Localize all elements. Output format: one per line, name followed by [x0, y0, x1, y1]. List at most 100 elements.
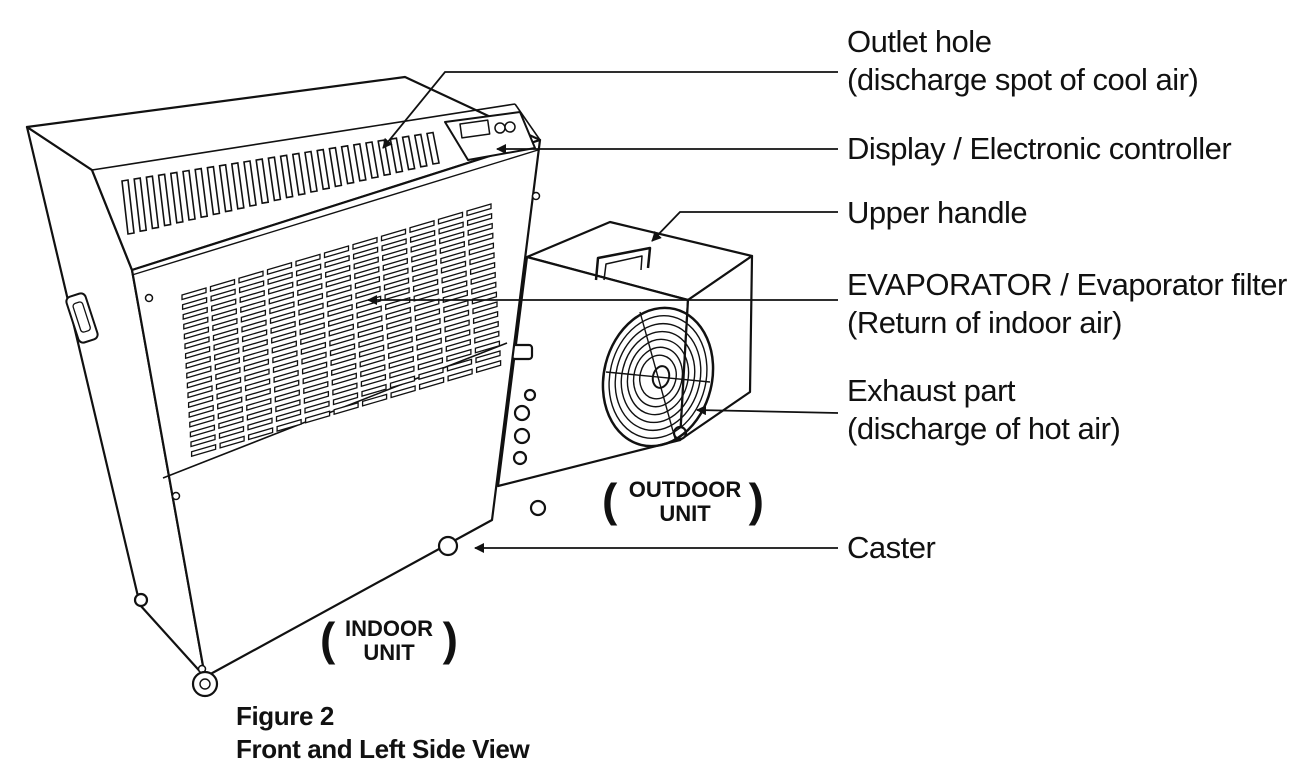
- grille-slot: [414, 308, 441, 322]
- callout-exhaust: Exhaust part (discharge of hot air): [847, 372, 1121, 448]
- grille-slot: [446, 348, 472, 362]
- grille-slot: [409, 219, 435, 234]
- outlet-slot: [304, 150, 318, 193]
- grille-slot: [438, 221, 464, 235]
- indoor-paren-open: (: [320, 613, 336, 665]
- outlet-slot: [426, 131, 440, 165]
- outlet-slot: [230, 161, 245, 210]
- outlet-grille: [121, 131, 440, 235]
- grille-slot: [417, 347, 443, 361]
- callout-evaporator-desc: (Return of indoor air): [847, 305, 1123, 340]
- grille-slot: [380, 228, 407, 242]
- outlet-slot: [401, 135, 416, 171]
- grille-slot: [295, 263, 322, 277]
- callout-display: Display / Electronic controller: [847, 130, 1232, 168]
- grille-slot: [273, 369, 299, 383]
- outdoor-unit-label: ( OUTDOOR UNIT ): [602, 474, 764, 526]
- grille-slot: [213, 337, 239, 351]
- grille-slot: [327, 303, 353, 318]
- outlet-slot: [121, 179, 135, 235]
- grille-slot: [190, 443, 217, 458]
- grille-slot: [382, 257, 408, 271]
- grille-slot: [298, 312, 325, 326]
- grille-slot: [212, 317, 238, 332]
- grille-slot: [215, 376, 242, 390]
- grille-slot: [356, 305, 382, 319]
- grille-slot: [266, 261, 293, 276]
- grille-slot: [384, 287, 410, 301]
- grille-slot: [244, 378, 271, 392]
- grille-slot: [238, 270, 264, 284]
- leader-upper-handle: [651, 211, 838, 242]
- grille-slot: [183, 316, 209, 330]
- grille-slot: [387, 336, 413, 350]
- grille-slot: [445, 338, 471, 353]
- grille-slot: [352, 236, 378, 250]
- grille-slot: [331, 362, 357, 376]
- figure-caption: Figure 2 Front and Left Side View: [236, 700, 530, 766]
- grille-slot: [474, 330, 500, 344]
- grille-slot: [418, 366, 444, 381]
- grille-slot: [329, 333, 355, 347]
- grille-slot: [243, 358, 270, 372]
- outdoor-label-line1: OUTDOOR: [628, 477, 742, 502]
- indoor-paren-close: ): [442, 613, 458, 665]
- grille-slot: [272, 350, 298, 364]
- grille-slot: [215, 366, 241, 381]
- grille-slot: [444, 319, 470, 333]
- grille-slot: [238, 280, 265, 294]
- grille-slot: [186, 365, 212, 379]
- grille-slot: [437, 211, 464, 225]
- outlet-slot: [389, 137, 404, 174]
- grille-slot: [468, 242, 495, 256]
- outlet-slot: [377, 139, 392, 177]
- grille-slot: [411, 249, 437, 263]
- grille-slot: [383, 267, 409, 281]
- grille-slot: [383, 277, 410, 291]
- grille-slot: [217, 396, 243, 410]
- grille-slot: [386, 316, 412, 330]
- grille-slot: [297, 292, 324, 306]
- grille-slot: [354, 266, 380, 280]
- grille-slot: [324, 254, 350, 269]
- outlet-slot: [316, 148, 331, 191]
- grille-slot: [218, 425, 245, 439]
- leader-exhaust: [696, 405, 839, 416]
- grille-slot: [442, 280, 468, 294]
- grille-slot: [302, 371, 328, 385]
- indoor-label-line1: INDOOR: [345, 616, 433, 641]
- grille-slot: [467, 222, 493, 236]
- grille-slot: [188, 404, 214, 418]
- grille-slot: [415, 317, 441, 332]
- grille-slot: [445, 329, 471, 343]
- callout-evaporator-title: EVAPORATOR / Evaporator filter: [847, 267, 1287, 302]
- grille-slot: [242, 338, 268, 353]
- grille-slot: [328, 323, 354, 337]
- grille-slot: [330, 352, 356, 367]
- grille-slot: [355, 285, 381, 299]
- grille-slot: [181, 287, 207, 301]
- grille-slot: [416, 337, 442, 351]
- callout-evaporator: EVAPORATOR / Evaporator filter (Return o…: [847, 266, 1287, 342]
- grille-slot: [211, 308, 237, 322]
- grille-slot: [303, 390, 330, 404]
- grille-slot: [475, 350, 501, 364]
- grille-slot: [214, 347, 240, 361]
- outlet-slot: [255, 158, 270, 205]
- grille-slot: [466, 203, 492, 217]
- outlet-slot: [169, 171, 184, 224]
- grille-slot: [216, 386, 242, 400]
- grille-slot: [189, 424, 216, 438]
- figure-title: Front and Left Side View: [236, 734, 530, 764]
- leader-lines: [367, 71, 839, 553]
- grille-slot: [385, 306, 411, 320]
- grille-slot: [357, 315, 383, 329]
- grille-slot: [410, 239, 436, 253]
- outlet-slot: [365, 141, 379, 179]
- callout-upper-handle-title: Upper handle: [847, 195, 1028, 230]
- grille-slot: [219, 435, 245, 449]
- outdoor-fan-grille: [601, 306, 715, 448]
- grille-slot: [297, 282, 323, 297]
- grille-slot: [352, 246, 379, 260]
- grille-slot: [412, 278, 439, 292]
